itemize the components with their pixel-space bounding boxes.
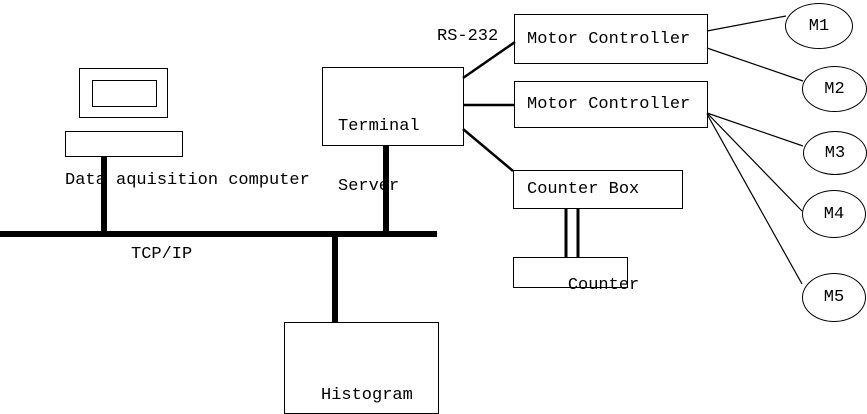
tcp-ip-label: TCP/IP [131, 245, 193, 264]
motor-m1-label: M1 [808, 16, 830, 36]
terminal-server-motor-controller-1-link-line [462, 40, 516, 80]
motor-controller-2-label: Motor Controller [527, 95, 691, 114]
terminal-server-box: Terminal Server [322, 67, 464, 196]
data-acquisition-computer-label: Data aquisition computer [65, 171, 310, 190]
motor-m5-label: M5 [823, 288, 845, 307]
histogram-memory-box: Histogram Memory [284, 322, 439, 414]
motor-controller-2-box: Motor Controller [514, 81, 708, 128]
motor-m3-label: M3 [824, 143, 846, 163]
terminal-server-label-line2: Server [338, 177, 400, 196]
motor-node-m5: M5 [802, 273, 866, 322]
counter-node-box: Counter [513, 257, 639, 295]
counter-box-label: Counter Box [527, 180, 640, 199]
terminal-server-label-line1: Terminal [338, 117, 420, 136]
counter-label: Counter [567, 276, 640, 295]
terminal-server-counter-box-link-line [462, 128, 514, 172]
counter-box-box: Counter Box [513, 170, 683, 209]
rs-232-label: RS-232 [437, 27, 499, 46]
histogram-memory-label-line1: Histogram [321, 386, 413, 405]
motor-m4-label: M4 [823, 204, 845, 224]
motor-controller-2-m5-link-line [706, 113, 803, 285]
motor-controller-1-m2-link-line [706, 47, 804, 82]
motor-node-m2: M2 [802, 66, 867, 112]
motor-controller-1-label: Motor Controller [527, 29, 691, 49]
motor-controller-1-box: Motor Controller [514, 14, 708, 64]
motor-controller-2-m3-link-line [706, 112, 804, 147]
motor-node-m3: M3 [803, 131, 867, 175]
motor-controller-2-m4-link-line [706, 112, 803, 212]
monitor-screen-icon [92, 80, 157, 107]
keyboard-icon [65, 131, 183, 157]
motor-controller-1-m1-link-line [706, 15, 787, 32]
motor-node-m1: M1 [785, 3, 853, 49]
motor-m2-label: M2 [824, 79, 845, 99]
motor-node-m4: M4 [802, 190, 866, 238]
